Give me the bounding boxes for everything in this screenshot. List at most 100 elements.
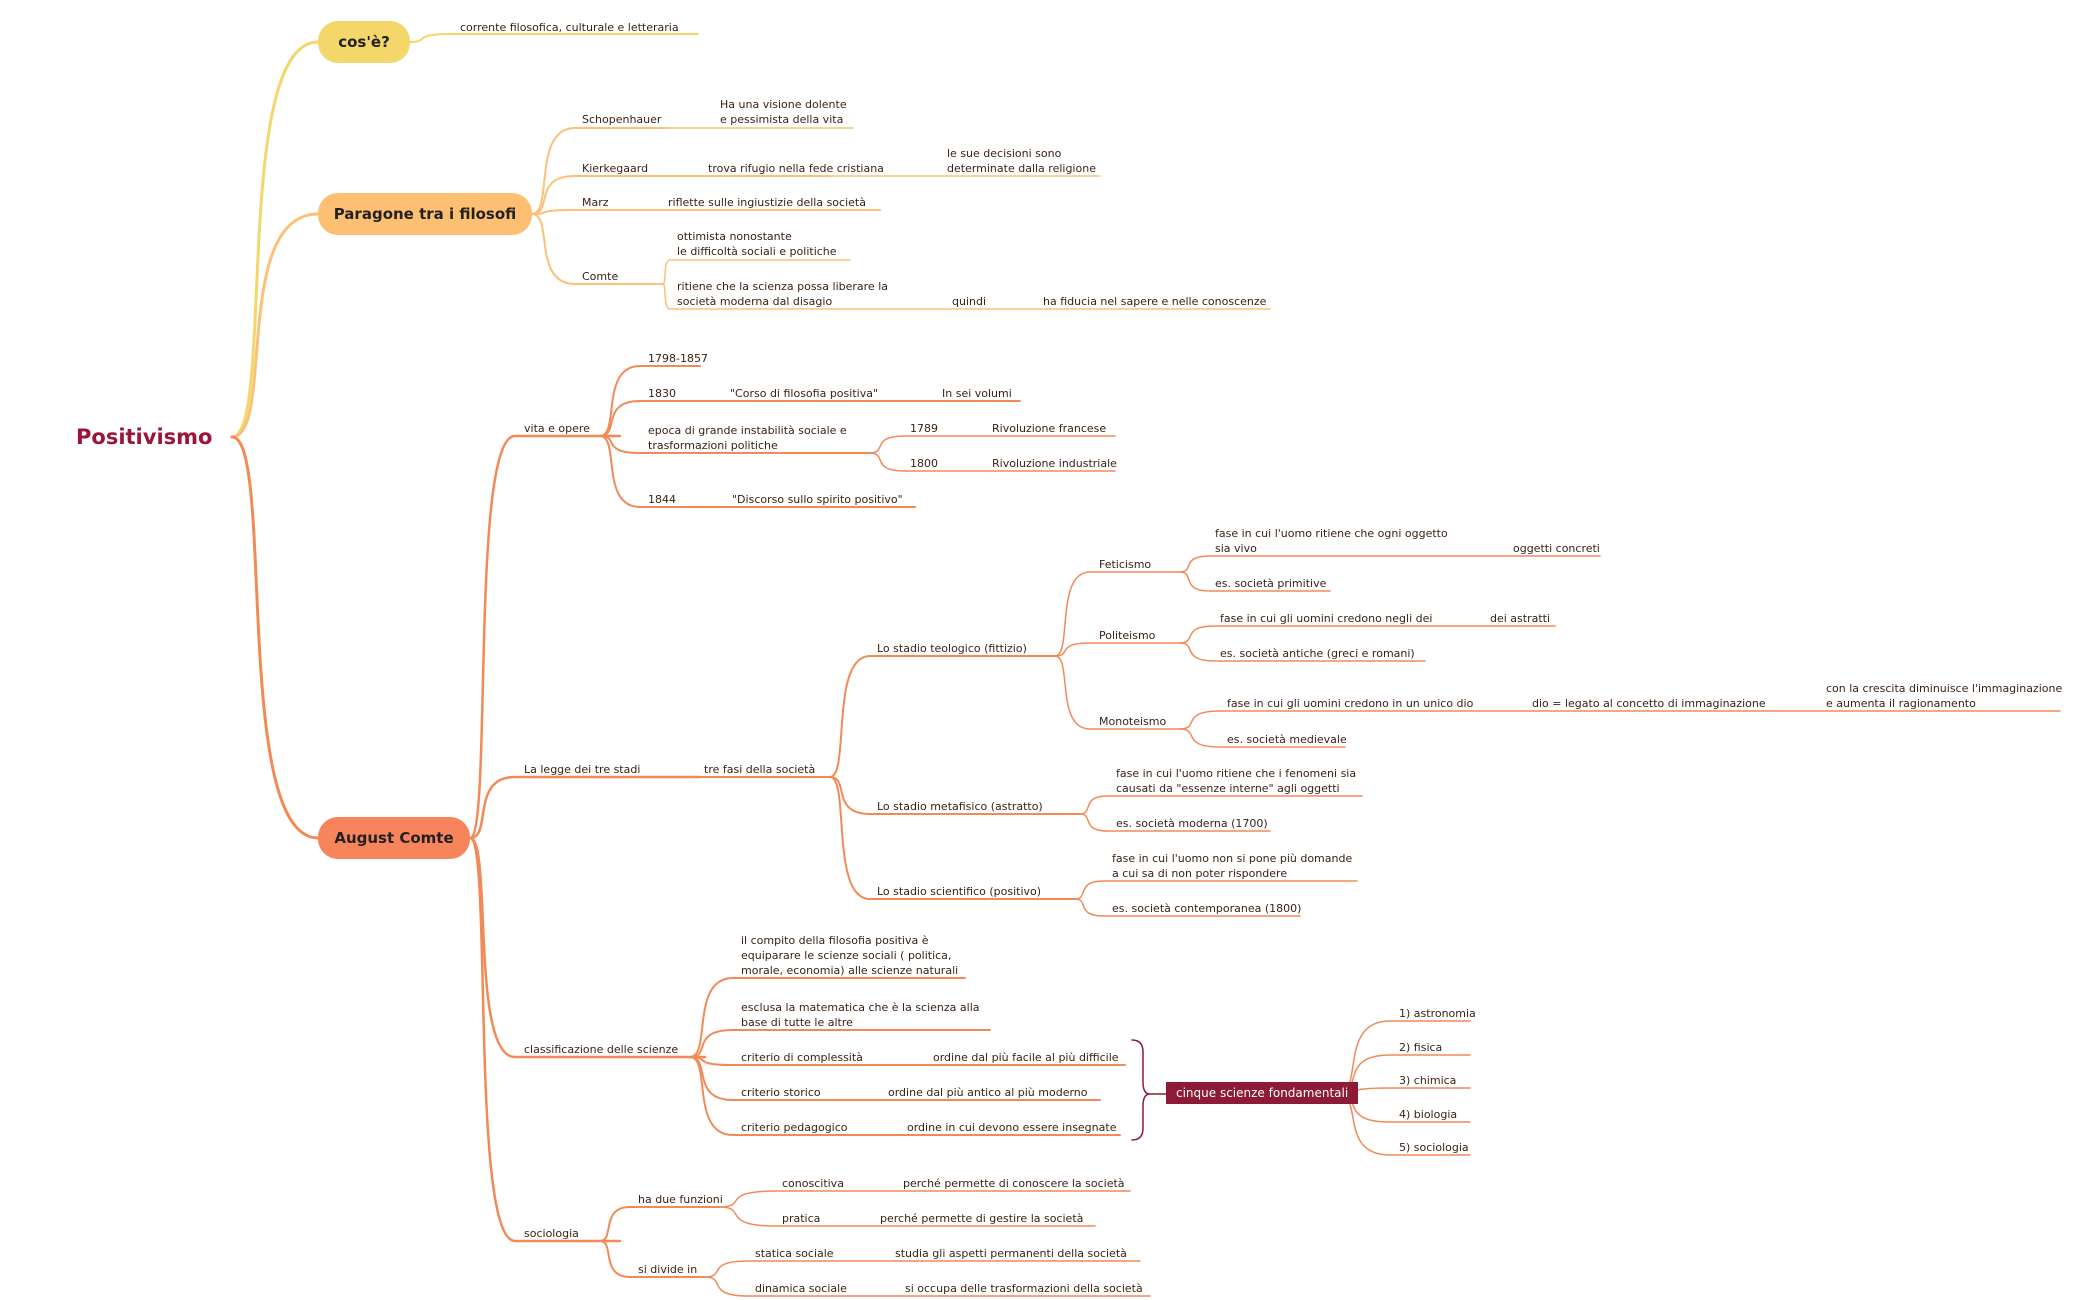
node-volumi[interactable]: In sei volumi [942,387,1012,400]
node-mon1b[interactable]: dio = legato al concetto di immaginazion… [1532,697,1766,710]
node-mon2[interactable]: es. società medievale [1227,733,1347,746]
topic-paragone[interactable]: Paragone tra i filosofi [318,193,532,235]
edge-sci2 [1074,898,1301,917]
node-fet1b[interactable]: oggetti concreti [1513,542,1600,555]
edge-classif [468,836,707,1059]
node-comte-desc2[interactable]: ritiene che la scienza possa liberare la… [677,280,888,308]
edge-comte-phil [531,213,664,285]
node-scientifico[interactable]: Lo stadio scientifico (positivo) [877,885,1042,898]
edge-pol1 [1179,625,1556,644]
edge-epoca [599,435,871,454]
node-marz-desc[interactable]: riflette sulle ingiustizie della società [668,196,866,209]
edge-met2 [1079,813,1271,832]
edge-conoscitiva [719,1190,1131,1208]
edge-feticismo [1054,571,1181,657]
node-science-4[interactable]: 4) biologia [1399,1108,1458,1121]
node-comte-desc1[interactable]: ottimista nonostante le difficoltà socia… [677,230,837,258]
root-topic[interactable]: Positivismo [76,425,213,449]
node-classif[interactable]: classificazione delle scienze [524,1043,679,1056]
node-sci2[interactable]: es. società contemporanea (1800) [1112,902,1302,915]
node-funzioni[interactable]: ha due funzioni [638,1193,723,1206]
node-statica[interactable]: statica sociale [755,1247,834,1260]
node-pol1b[interactable]: dei astratti [1490,612,1551,625]
edge-statica [704,1260,1141,1278]
edge-mon2 [1179,728,1346,748]
node-marz[interactable]: Marz [582,196,609,209]
node-kierkegaard-desc2[interactable]: le sue decisioni sono determinate dalla … [947,147,1096,175]
node-quindi[interactable]: quindi [952,295,987,308]
node-metafisico[interactable]: Lo stadio metafisico (astratto) [877,800,1043,813]
edge-teologico [829,655,1056,778]
edge-fet2 [1179,571,1331,592]
node-monoteismo[interactable]: Monoteismo [1099,715,1167,728]
node-epoca[interactable]: epoca di grande instabilità sociale e tr… [648,424,847,452]
node-vita[interactable]: vita e opere [524,422,590,435]
node-feticismo[interactable]: Feticismo [1099,558,1152,571]
edge-scientifico [829,776,1076,900]
node-teologico[interactable]: Lo stadio teologico (fittizio) [877,642,1027,655]
node-esclusa[interactable]: esclusa la matematica che è la scienza a… [741,1001,980,1029]
node-crit3[interactable]: criterio pedagogico [741,1121,848,1134]
node-fet1[interactable]: fase in cui l'uomo ritiene che ogni ogge… [1215,527,1448,555]
cose-definition[interactable]: corrente filosofica, culturale e lettera… [460,21,679,34]
edge-crit3 [689,1056,1121,1136]
node-schopenhauer[interactable]: Schopenhauer [582,113,662,126]
node-pratica[interactable]: pratica [782,1212,821,1225]
node-mon1c[interactable]: con la crescita diminuisce l'immaginazio… [1826,682,2063,710]
node-fet2[interactable]: es. società primitive [1215,577,1327,590]
node-legge[interactable]: La legge dei tre stadi [524,763,641,776]
node-dinamica-desc[interactable]: si occupa delle trasformazioni della soc… [905,1282,1143,1295]
node-science-3[interactable]: 3) chimica [1399,1074,1457,1087]
edge-vita [468,434,622,840]
node-met1[interactable]: fase in cui l'uomo ritiene che i fenomen… [1116,767,1357,795]
node-tre-fasi[interactable]: tre fasi della società [704,763,816,776]
node-conoscitiva[interactable]: conoscitiva [782,1177,844,1190]
edge-sci1 [1074,880,1358,900]
node-pol1[interactable]: fase in cui gli uomini credono negli dei [1220,612,1433,625]
node-schopenhauer-desc[interactable]: Ha una visione dolente e pessimista dell… [720,98,847,126]
node-1830[interactable]: 1830 [648,387,676,400]
node-met2[interactable]: es. società moderna (1700) [1116,817,1268,830]
edge-years [599,365,701,437]
node-years[interactable]: 1798-1857 [648,352,708,365]
node-crit3d[interactable]: ordine in cui devono essere insegnate [907,1121,1117,1134]
node-pratica-desc[interactable]: perché permette di gestire la società [880,1212,1084,1225]
node-crit2d[interactable]: ordine dal più antico al più moderno [888,1086,1088,1099]
node-crit1[interactable]: criterio di complessità [741,1051,863,1064]
node-science-5[interactable]: 5) sociologia [1399,1141,1469,1154]
topic-cose[interactable]: cos'è? [318,21,410,63]
node-crit2[interactable]: criterio storico [741,1086,821,1099]
summary-cinque-scienze[interactable]: cinque scienze fondamentali [1166,1082,1359,1104]
node-dinamica[interactable]: dinamica sociale [755,1282,847,1295]
edge-kierk-row [531,175,831,215]
edge-pratica [719,1206,1096,1227]
edge-comte-d1 [662,259,851,285]
node-rivind[interactable]: Rivoluzione industriale [992,457,1117,470]
node-discorso[interactable]: "Discorso sullo spirito positivo" [732,493,903,506]
node-science-1[interactable]: 1) astronomia [1399,1007,1476,1020]
node-science-2[interactable]: 2) fisica [1399,1041,1443,1054]
topic-comte[interactable]: August Comte [318,817,470,859]
node-comte-phil[interactable]: Comte [582,270,619,283]
node-politeismo[interactable]: Politeismo [1099,629,1156,642]
node-compito[interactable]: il compito della filosofia positiva è eq… [741,934,959,977]
edge-divide [599,1240,706,1278]
node-sci1[interactable]: fase in cui l'uomo non si pone più doman… [1112,852,1353,880]
node-1844[interactable]: 1844 [648,493,676,506]
node-conoscitiva-desc[interactable]: perché permette di conoscere la società [903,1177,1125,1190]
node-mon1[interactable]: fase in cui gli uomini credono in un uni… [1227,697,1474,710]
edge-1789 [869,435,1116,454]
edge-socio [468,836,622,1243]
node-divide[interactable]: si divide in [638,1263,698,1276]
node-corso[interactable]: "Corso di filosofia positiva" [730,387,879,400]
node-crit1d[interactable]: ordine dal più facile al più difficile [933,1051,1119,1064]
node-statica-desc[interactable]: studia gli aspetti permanenti della soci… [895,1247,1127,1260]
node-fiducia[interactable]: ha fiducia nel sapere e nelle conoscenze [1043,295,1267,308]
node-1789[interactable]: 1789 [910,422,938,435]
node-1800[interactable]: 1800 [910,457,938,470]
node-kierkegaard-desc[interactable]: trova rifugio nella fede cristiana [708,162,884,175]
node-rivfr[interactable]: Rivoluzione francese [992,422,1107,435]
node-sociologia[interactable]: sociologia [524,1227,579,1240]
node-pol2[interactable]: es. società antiche (greci e romani) [1220,647,1415,660]
node-kierkegaard[interactable]: Kierkegaard [582,162,649,175]
